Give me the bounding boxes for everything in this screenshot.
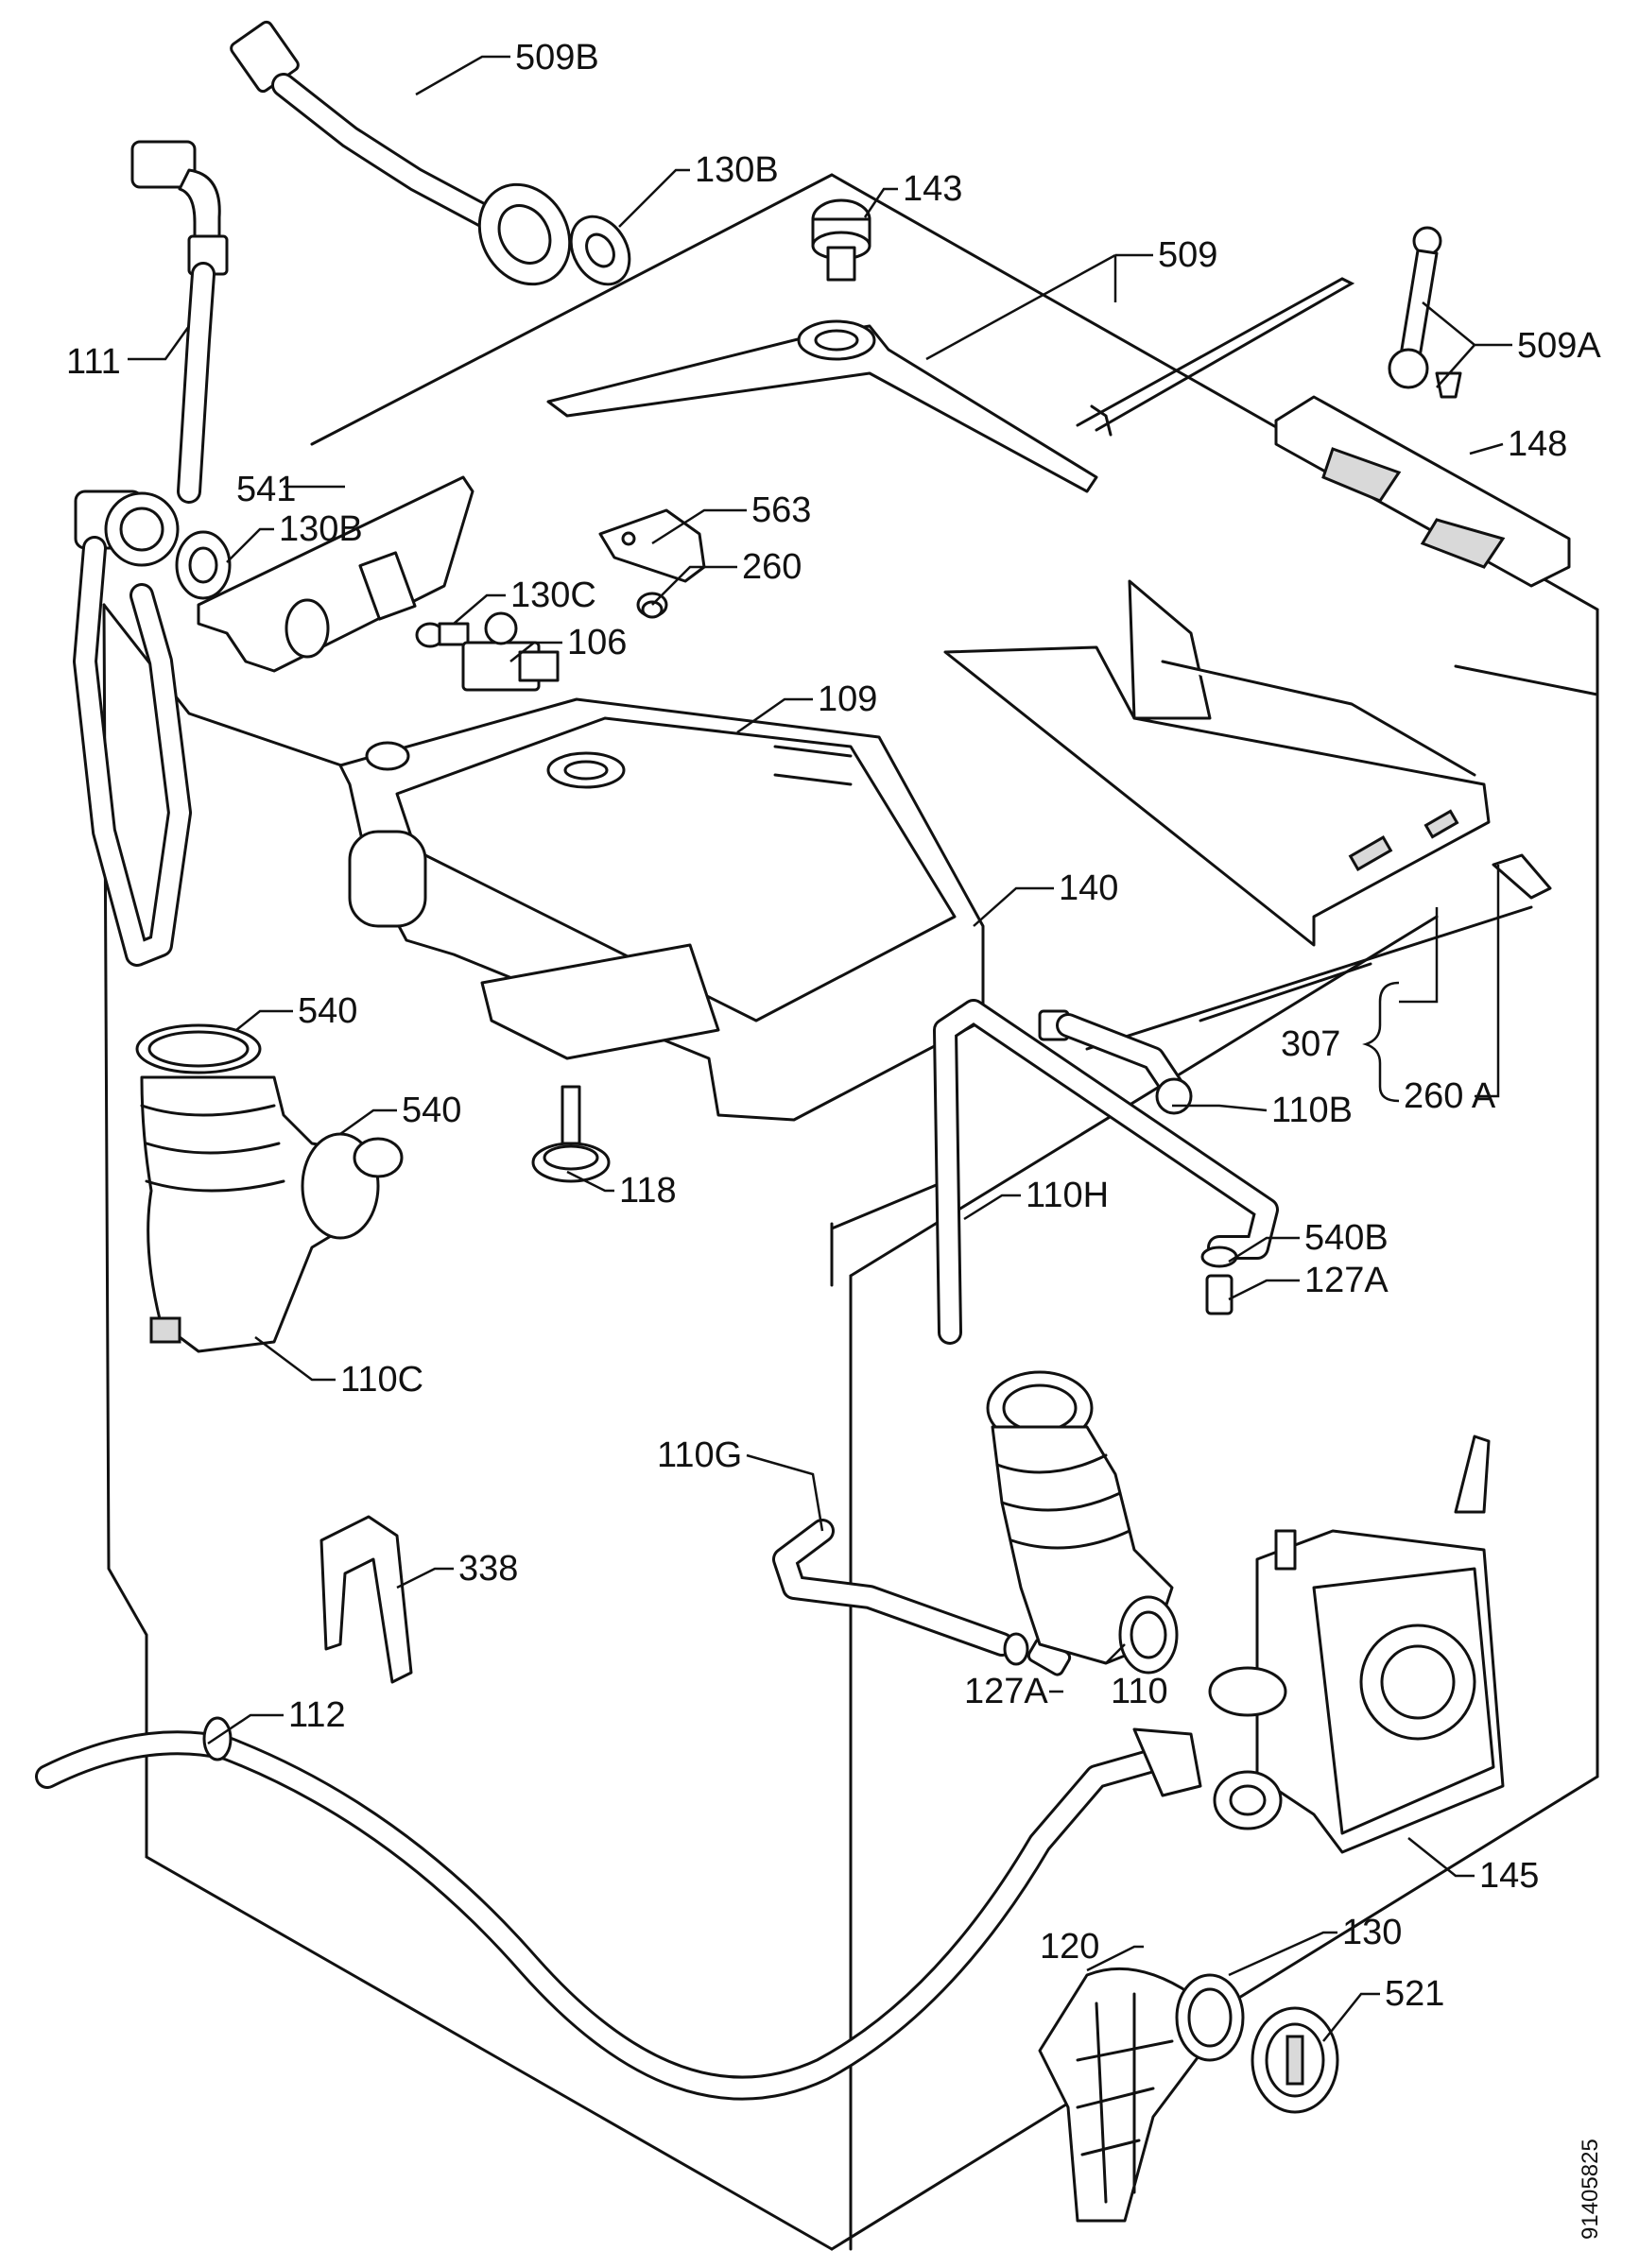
label-540-a: 540 (298, 991, 357, 1031)
label-112: 112 (288, 1695, 346, 1735)
clip-260a (1492, 853, 1552, 900)
detergent-housing-109 (338, 697, 985, 1122)
label-338: 338 (458, 1549, 518, 1589)
drain-hose-112 (35, 1716, 1202, 2101)
label-563: 563 (751, 490, 811, 530)
label-130: 130 (1342, 1913, 1402, 1952)
label-106: 106 (567, 623, 627, 662)
tray-148 (1274, 395, 1571, 588)
label-148: 148 (1508, 424, 1567, 464)
part-labels: 509B 130B 143 509 509A 111 541 130B 563 … (66, 38, 1603, 2240)
label-130b-top: 130B (695, 150, 779, 190)
hose-110h (933, 999, 1279, 1345)
leader-lines (128, 55, 1512, 2042)
label-110b: 110B (1271, 1091, 1353, 1130)
label-110h: 110H (1026, 1176, 1109, 1215)
label-111: 111 (66, 342, 121, 382)
label-130c: 130C (510, 576, 596, 615)
label-509a: 509A (1517, 326, 1601, 366)
knob-143 (811, 198, 871, 282)
label-109: 109 (818, 679, 877, 719)
frame-509 (546, 277, 1355, 493)
label-140: 140 (1059, 868, 1118, 908)
label-509b: 509B (515, 38, 599, 77)
hose-110g (772, 1519, 1029, 1666)
label-509: 509 (1158, 235, 1217, 275)
label-120: 120 (1040, 1927, 1099, 1967)
label-260a: 260 A (1404, 1076, 1496, 1116)
label-260: 260 (742, 547, 802, 587)
inlet-pipe-509b (230, 20, 631, 286)
label-143: 143 (903, 169, 962, 209)
label-127a-mid: 127A (964, 1672, 1048, 1711)
label-145: 145 (1479, 1856, 1539, 1896)
hose-110b (1038, 1009, 1193, 1115)
label-110: 110 (1111, 1672, 1168, 1711)
inlet-hose-111 (73, 140, 229, 967)
label-110c: 110C (340, 1360, 423, 1400)
label-540-b: 540 (402, 1091, 461, 1130)
label-130b-mid: 130B (279, 509, 363, 549)
label-541: 541 (236, 470, 296, 509)
drawer-307 (943, 579, 1491, 947)
clip-338 (319, 1515, 413, 1684)
gear-118 (531, 1085, 611, 1183)
label-127a-right: 127A (1304, 1261, 1389, 1300)
label-307: 307 (1281, 1024, 1340, 1064)
valve-106 (415, 611, 560, 692)
label-540b: 540B (1304, 1218, 1389, 1258)
label-118: 118 (619, 1171, 677, 1211)
bellows-110c (135, 1023, 404, 1353)
pump-145 (1208, 1435, 1505, 1854)
document-id: 91405825 (1578, 2139, 1603, 2240)
spring-260 (636, 592, 668, 619)
label-521: 521 (1385, 1974, 1444, 2014)
label-110g: 110G (657, 1435, 742, 1475)
filter-120 (1038, 1967, 1339, 2223)
bracket-541 (197, 475, 474, 673)
brace-307 (1362, 981, 1400, 1103)
ring-130b (175, 530, 232, 600)
elbow-110 (986, 1370, 1179, 1675)
